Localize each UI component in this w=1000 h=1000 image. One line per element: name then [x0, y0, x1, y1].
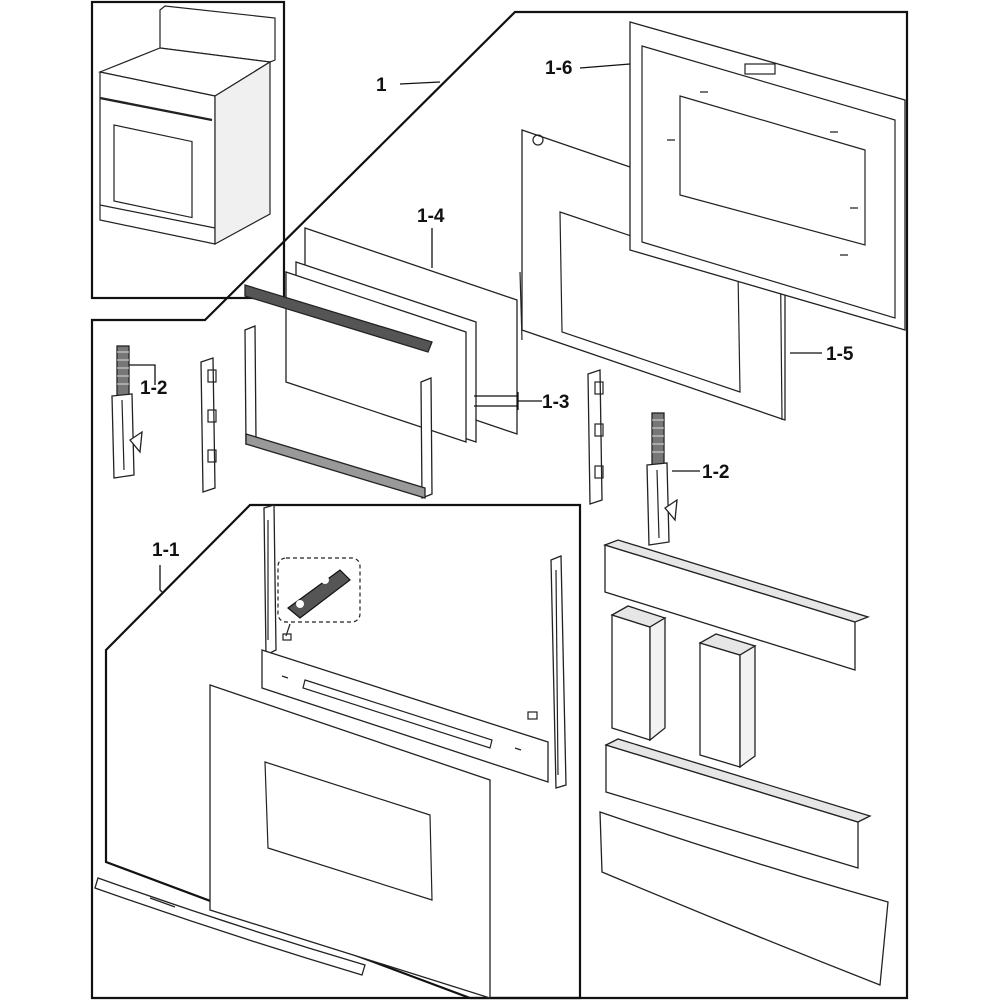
- foam-block-left: [610, 605, 667, 742]
- outer-door-subassembly: [94, 503, 582, 1000]
- hinge-right: [646, 412, 678, 546]
- hinge-receiver-left: [200, 357, 217, 493]
- side-bracket-right: [550, 555, 567, 789]
- packaging-sheet: [599, 811, 889, 986]
- door-top-trim: [261, 649, 549, 783]
- label-glass-panes: 1-3: [542, 392, 569, 413]
- inset-frame: [90, 0, 286, 300]
- door-handle: [94, 877, 366, 976]
- foam-block-right: [698, 633, 757, 769]
- outer-door-panel: [209, 684, 491, 999]
- label-glass-frame: 1-4: [417, 206, 445, 227]
- callout-labels: 1 1-6 1-4 1-2 1-3 1-5 1-2 1-1: [140, 58, 854, 561]
- outer-door-boundary: [104, 503, 582, 1000]
- label-assembly: 1: [376, 75, 387, 96]
- foam-block-top: [603, 539, 870, 671]
- glass-frame: [244, 284, 433, 499]
- hinge-receiver-right: [587, 369, 604, 505]
- assembly-outline: [90, 10, 909, 1000]
- label-hinge-left: 1-2: [140, 378, 167, 399]
- hinge-left: [111, 345, 143, 479]
- bracket-detail-callout: [277, 557, 361, 641]
- range-illustration: [97, 5, 276, 246]
- range-overview-inset: [90, 0, 286, 300]
- label-hinge-right: 1-2: [702, 462, 729, 483]
- label-inner-frame: 1-5: [826, 344, 854, 365]
- label-inner-door: 1-6: [545, 58, 572, 79]
- assembly-boundary: [90, 10, 909, 1000]
- inner-door-panel: [629, 21, 906, 331]
- leader-lines: [129, 63, 822, 593]
- side-bracket-left: [263, 504, 277, 657]
- foam-block-bottom: [604, 738, 872, 869]
- label-outer-door: 1-1: [152, 540, 180, 561]
